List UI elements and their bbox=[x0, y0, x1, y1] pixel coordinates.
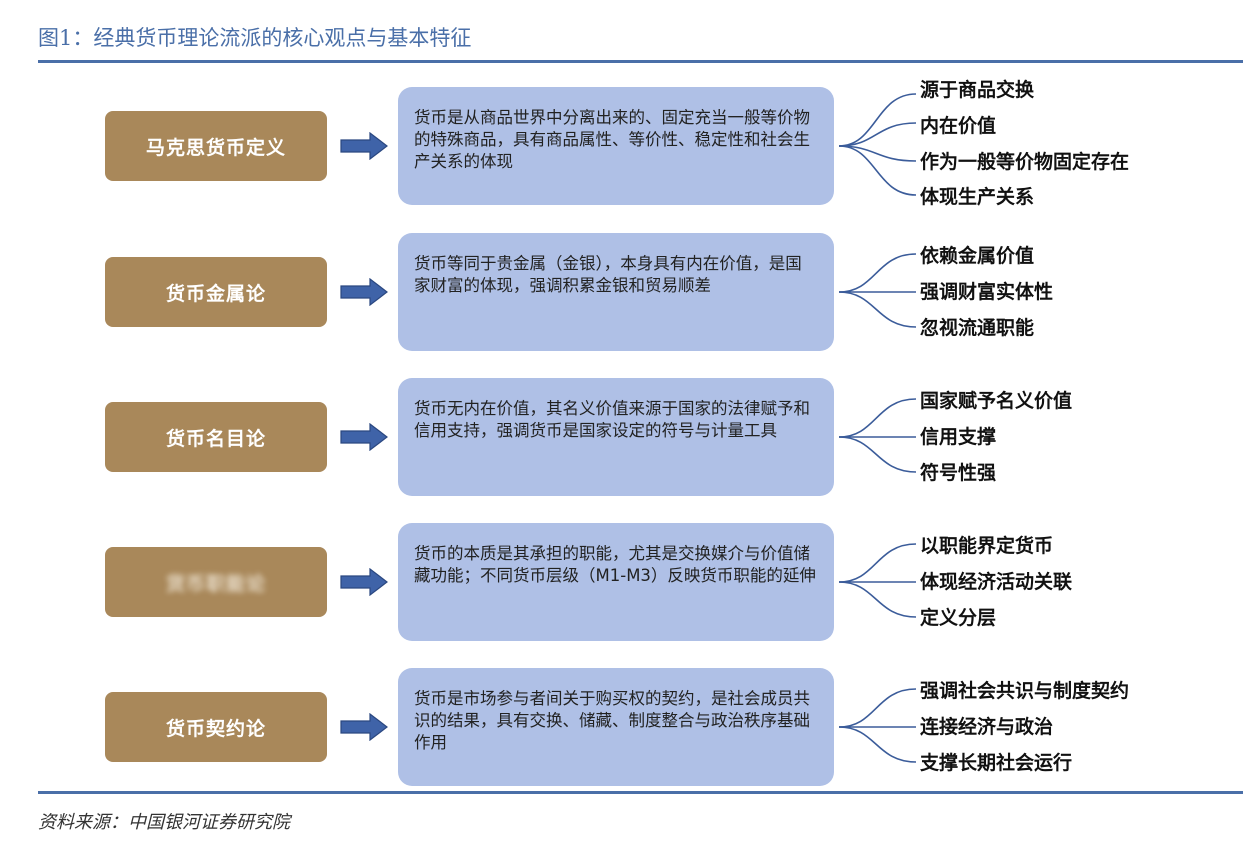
right-arrow-icon bbox=[340, 568, 388, 596]
key-point: 内在价值 bbox=[920, 115, 997, 137]
right-arrow-icon bbox=[340, 132, 388, 160]
key-point: 强调财富实体性 bbox=[920, 281, 1054, 303]
theory-description: 货币无内在价值，其名义价值来源于国家的法律赋予和信用支持，强调货币是国家设定的符… bbox=[398, 378, 834, 496]
theory-description: 货币是从商品世界中分离出来的、固定充当一般等价物的特殊商品，具有商品属性、等价性… bbox=[398, 87, 834, 205]
key-point: 定义分层 bbox=[920, 607, 997, 629]
theory-row: 货币契约论 货币是市场参与者间关于购买权的契约，是社会成员共识的结果，具有交换、… bbox=[0, 667, 1244, 787]
key-point: 支撑长期社会运行 bbox=[920, 752, 1073, 774]
fan-bracket-icon bbox=[838, 688, 917, 763]
key-point: 符号性强 bbox=[920, 462, 997, 484]
theory-row: 货币职能论 货币的本质是其承担的职能，尤其是交换媒介与价值储藏功能；不同货币层级… bbox=[0, 522, 1244, 642]
key-point: 依赖金属价值 bbox=[920, 245, 1035, 267]
theory-label-box: 马克思货币定义 bbox=[105, 111, 327, 181]
theory-label: 马克思货币定义 bbox=[145, 136, 286, 159]
figure-title: 图1：经典货币理论流派的核心观点与基本特征 bbox=[38, 26, 472, 50]
right-arrow-icon bbox=[340, 423, 388, 451]
fan-bracket-icon bbox=[838, 93, 917, 196]
key-point: 体现经济活动关联 bbox=[920, 571, 1073, 593]
theory-description: 货币等同于贵金属（金银），本身具有内在价值，是国家财富的体现，强调积累金银和贸易… bbox=[398, 233, 834, 351]
key-point: 忽视流通职能 bbox=[920, 317, 1035, 339]
theory-description: 货币是市场参与者间关于购买权的契约，是社会成员共识的结果，具有交换、储藏、制度整… bbox=[398, 668, 834, 786]
theory-label-box: 货币契约论 bbox=[105, 692, 327, 762]
key-point: 体现生产关系 bbox=[920, 186, 1035, 208]
theory-row: 货币名目论 货币无内在价值，其名义价值来源于国家的法律赋予和信用支持，强调货币是… bbox=[0, 377, 1244, 497]
key-point: 作为一般等价物固定存在 bbox=[920, 151, 1130, 173]
key-point: 强调社会共识与制度契约 bbox=[920, 680, 1130, 702]
key-point: 源于商品交换 bbox=[920, 79, 1035, 101]
right-arrow-icon bbox=[340, 713, 388, 741]
theory-label: 货币契约论 bbox=[165, 717, 266, 740]
fan-bracket-icon bbox=[838, 253, 917, 328]
theory-label-box: 货币金属论 bbox=[105, 257, 327, 327]
bottom-rule bbox=[38, 791, 1243, 794]
theory-description: 货币的本质是其承担的职能，尤其是交换媒介与价值储藏功能；不同货币层级（M1-M3… bbox=[398, 523, 834, 641]
key-point: 国家赋予名义价值 bbox=[920, 390, 1073, 412]
theory-label: 货币金属论 bbox=[165, 282, 266, 305]
theory-label: 货币职能论 bbox=[165, 572, 266, 595]
theory-label-box: 货币职能论 bbox=[105, 547, 327, 617]
theory-label-box: 货币名目论 bbox=[105, 402, 327, 472]
fan-bracket-icon bbox=[838, 398, 917, 473]
fan-bracket-icon bbox=[838, 543, 917, 618]
key-point: 以职能界定货币 bbox=[920, 535, 1054, 557]
theory-row: 货币金属论 货币等同于贵金属（金银），本身具有内在价值，是国家财富的体现，强调积… bbox=[0, 232, 1244, 352]
key-point: 信用支撑 bbox=[920, 426, 997, 448]
theory-label: 货币名目论 bbox=[165, 427, 266, 450]
right-arrow-icon bbox=[340, 278, 388, 306]
theory-row: 马克思货币定义 货币是从商品世界中分离出来的、固定充当一般等价物的特殊商品，具有… bbox=[0, 79, 1244, 208]
top-rule bbox=[38, 60, 1243, 63]
source-note: 资料来源：中国银河证券研究院 bbox=[38, 812, 290, 833]
key-point: 连接经济与政治 bbox=[920, 716, 1054, 738]
